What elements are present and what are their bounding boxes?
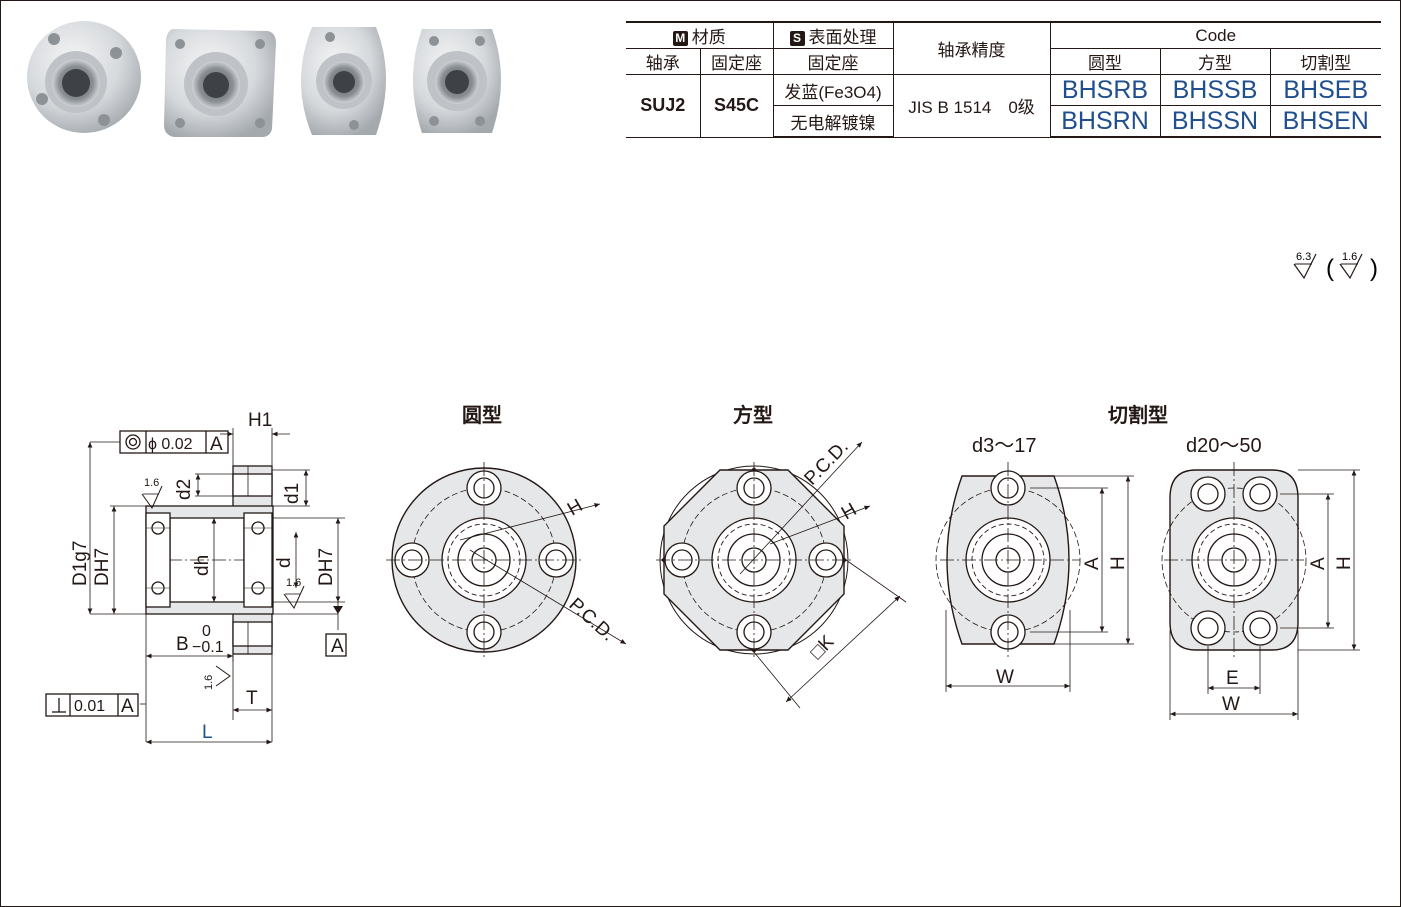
paren-open: ( (1326, 255, 1334, 282)
code-square-nickel: BHSSN (1159, 105, 1271, 138)
label-d1: d1 (282, 483, 303, 504)
datum-A: A (331, 636, 344, 657)
label-PCD-round: P.C.D. (565, 594, 619, 645)
label-A-small: A (1082, 557, 1103, 570)
concentricity-frame (119, 430, 229, 454)
type-square-label: 方型 (1159, 48, 1271, 75)
label-B: B (176, 634, 189, 655)
product-photos (27, 21, 501, 137)
roughness-general: 6.3 ( 1.6 ) (1293, 251, 1378, 282)
technical-drawing: 圆型 方型 切割型 d3～17 d20～50 H1 d2 d1 dh d D1g… (45, 403, 1360, 745)
code-round-black: BHSRB (1049, 74, 1161, 106)
cut-range-large: d20～50 (1186, 435, 1262, 457)
front-view-square (656, 441, 907, 709)
bearing-material: SUJ2 (626, 74, 701, 138)
front-view-round (386, 462, 627, 660)
concentricity-value: ϕ 0.02 (148, 436, 193, 453)
surface-tag: S (789, 31, 805, 46)
surface-housing-label: 固定座 (772, 48, 894, 75)
code-cut-black: BHSEB (1269, 74, 1381, 106)
label-DH7-left: DH7 (92, 548, 113, 586)
label-H-large: H (1334, 556, 1355, 570)
type-cut-label: 切割型 (1269, 48, 1381, 75)
title-square: 方型 (733, 403, 773, 427)
code-header: Code (1049, 21, 1381, 49)
code-square-black: BHSSB (1159, 74, 1271, 106)
front-view-cut-small (935, 462, 1081, 660)
type-round-label: 圆型 (1049, 48, 1161, 75)
front-view-cut-large (1161, 462, 1307, 660)
label-PCD-square: P.C.D. (800, 436, 852, 489)
paren-close: ) (1370, 255, 1378, 282)
label-H-small: H (1108, 556, 1129, 570)
roughness-side-1: 1.6 (144, 477, 159, 489)
cut-large-dimensions (1169, 469, 1360, 720)
material-tag: M (672, 31, 688, 46)
photo-round-housing (27, 21, 141, 133)
label-H-square: H (838, 499, 860, 524)
housing-label: 固定座 (699, 48, 774, 75)
code-round-nickel: BHSRN (1049, 105, 1161, 138)
label-H1: H1 (248, 410, 272, 431)
label-K: □K (806, 631, 838, 663)
label-H-round: H (564, 495, 586, 520)
photo-cut-housing-small (301, 27, 386, 135)
perpendicularity-frame (45, 693, 139, 717)
photo-square-housing (164, 29, 276, 137)
label-E-large: E (1226, 668, 1239, 689)
label-B-upper: 0 (202, 623, 211, 640)
label-DH7-right: DH7 (316, 548, 337, 586)
label-W-large: W (1222, 694, 1240, 715)
housing-material: S45C (699, 74, 774, 138)
label-L: L (202, 722, 213, 743)
roughness-side-3: 1.6 (203, 675, 215, 690)
title-round: 圆型 (462, 404, 502, 427)
cut-range-small: d3～17 (972, 435, 1037, 457)
perpendicularity-datum: A (121, 696, 134, 717)
label-W-small: W (996, 667, 1014, 688)
surface-nickel: 无电解镀镍 (772, 105, 894, 138)
concentricity-datum: A (210, 434, 223, 455)
precision-value: JIS B 1514 0级 (892, 74, 1051, 138)
label-Dg7: D1g7 (70, 541, 91, 586)
precision-header: 轴承精度 (892, 21, 1051, 75)
label-B-lower: −0.1 (192, 639, 224, 656)
cut-small-dimensions (945, 475, 1134, 692)
surface-black-oxide: 发蓝(Fe3O4) (772, 74, 894, 106)
roughness-side-2: 1.6 (286, 577, 301, 589)
label-dh: dh (192, 555, 213, 576)
side-view (145, 465, 274, 655)
datum-frame (325, 633, 347, 657)
label-A-large: A (1308, 557, 1329, 570)
title-cut: 切割型 (1108, 403, 1168, 427)
label-d2: d2 (174, 479, 195, 500)
roughness-value-special: 1.6 (1342, 251, 1357, 263)
roughness-value-general: 6.3 (1296, 251, 1311, 263)
label-T: T (246, 688, 258, 709)
bearing-label: 轴承 (626, 48, 701, 75)
perpendicularity-value: 0.01 (74, 698, 105, 715)
label-d: d (274, 557, 295, 568)
code-cut-nickel: BHSEN (1269, 105, 1381, 138)
photo-cut-housing-large (413, 29, 501, 133)
